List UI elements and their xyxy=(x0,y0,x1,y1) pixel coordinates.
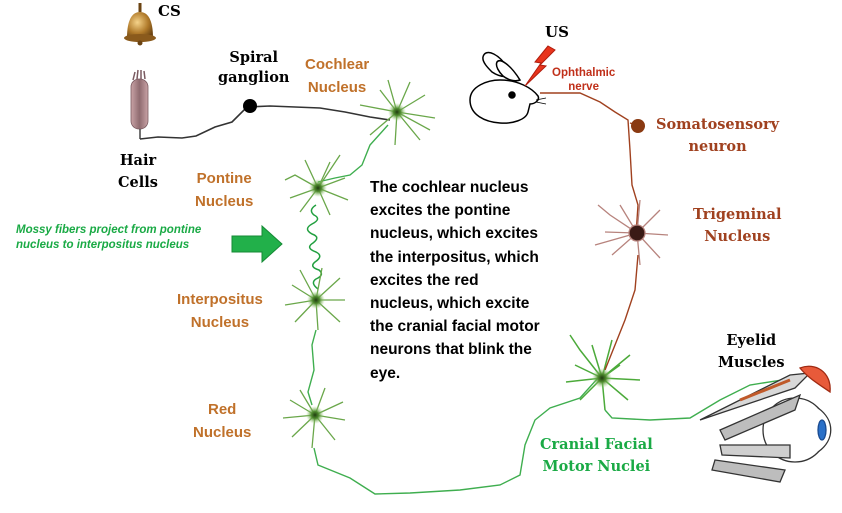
ophthalmic-nerve-label: Ophthalmic nerve xyxy=(552,67,616,93)
mossy-fiber-squiggle xyxy=(306,204,323,290)
red-nucleus-label: Red Nucleus xyxy=(193,401,252,441)
cochlear-neuron-icon xyxy=(359,79,436,146)
eyelid-muscles-label: Eyelid Muscles xyxy=(718,332,785,371)
pathway-description: The cochlear nucleus excites the pontine… xyxy=(370,179,540,382)
somatosensory-neuron-label: Somatosensory neuron xyxy=(656,116,780,155)
cochlear-pontine-fiber xyxy=(317,124,389,183)
pontine-nucleus-label: Pontine Nucleus xyxy=(195,170,254,210)
trigeminal-pathway xyxy=(540,92,639,371)
pontine-neuron-icon xyxy=(284,154,349,216)
hair-cell-icon xyxy=(130,69,149,139)
interpositus-neuron-icon xyxy=(284,267,345,331)
trigeminal-nucleus-label: Trigeminal Nucleus xyxy=(693,206,782,245)
cs-label: CS xyxy=(158,2,181,20)
spiral-ganglion-label: Spiral ganglion xyxy=(218,49,290,86)
trigeminal-neuron-icon xyxy=(594,199,669,266)
mossy-fibers-note: Mossy fibers project from pontine nucleu… xyxy=(16,224,202,251)
lightning-icon xyxy=(524,45,556,87)
interpositus-red-fiber xyxy=(307,329,317,406)
cochlear-nucleus-label: Cochlear Nucleus xyxy=(305,56,370,96)
interpositus-nucleus-label: Interpositus Nucleus xyxy=(177,291,263,331)
rabbit-icon xyxy=(469,51,547,124)
facial-eyelid-fiber xyxy=(604,377,796,421)
cranial-facial-neuron-icon xyxy=(565,334,641,411)
cranial-facial-motor-nuclei-label: Cranial Facial Motor Nuclei xyxy=(540,436,653,475)
eye-icon xyxy=(699,365,832,483)
somatosensory-cell xyxy=(631,119,645,133)
red-facial-fiber xyxy=(313,377,599,495)
spiral-ganglion-cell xyxy=(243,99,257,113)
mossy-arrow-icon xyxy=(231,224,283,264)
auditory-pathway xyxy=(139,105,391,140)
red-neuron-icon xyxy=(282,387,346,449)
bell-icon xyxy=(124,3,156,46)
us-label: US xyxy=(545,23,569,41)
hair-cells-label: Hair Cells xyxy=(118,152,158,191)
